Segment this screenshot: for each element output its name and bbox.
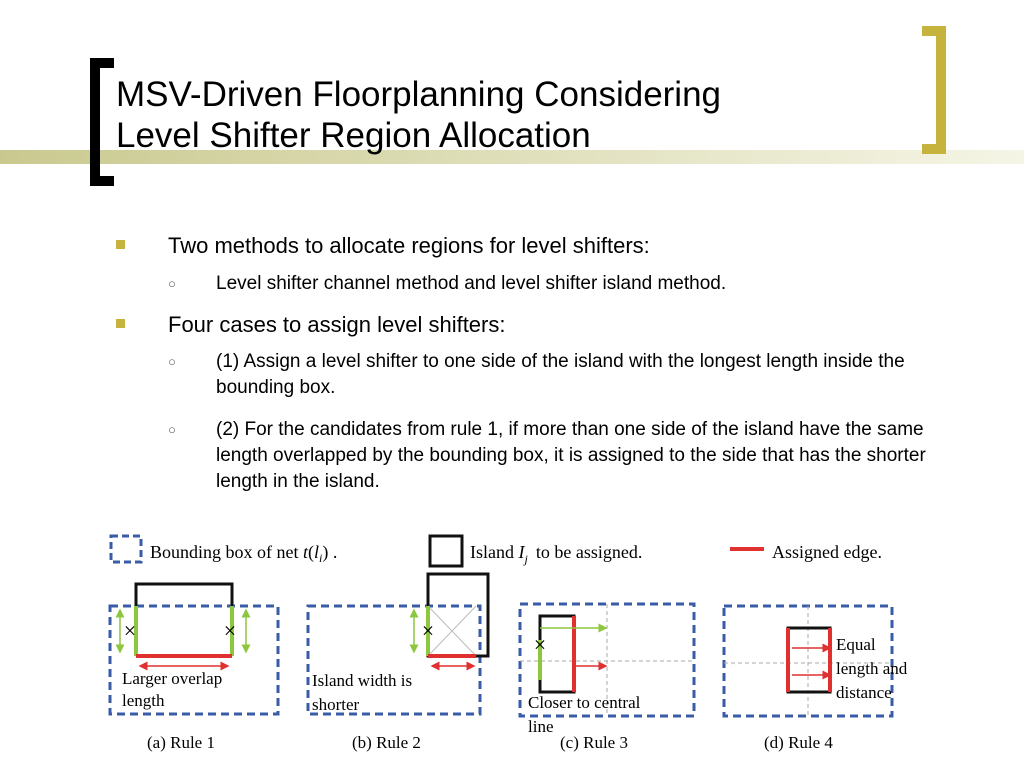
sub-bullet-circle-icon: ○ (168, 354, 176, 369)
bullet-square-icon (116, 240, 125, 249)
right-bracket-top (922, 26, 946, 36)
panel-rule-3: × Closer to central line (c) Rule 3 (518, 602, 696, 752)
panel-note: length and (836, 659, 908, 678)
left-bracket-top (90, 58, 114, 68)
panel-note: Closer to central (528, 693, 641, 712)
title-bar-decoration (0, 150, 1024, 164)
sub-bullet-circle-icon: ○ (168, 422, 176, 437)
cross-icon: × (124, 618, 136, 643)
panel-caption: (b) Rule 2 (352, 733, 421, 752)
panel-note: line (528, 717, 554, 736)
cross-icon: × (422, 618, 434, 643)
cross-icon: × (224, 618, 236, 643)
right-bracket-decoration (936, 26, 946, 154)
slide-title-line-1: MSV-Driven Floorplanning Considering (116, 75, 722, 114)
legend-edge-label: Assigned edge. (772, 542, 882, 562)
bullet-text: Two methods to allocate regions for leve… (168, 233, 650, 258)
left-bracket-decoration (90, 58, 100, 186)
panel-note: distance (836, 683, 892, 702)
panel-caption: (c) Rule 3 (560, 733, 628, 752)
panel-note: length (122, 691, 165, 710)
left-bracket-bottom (90, 176, 114, 186)
island-outline (134, 582, 234, 656)
panel-rule-4: Equal length and distance (d) Rule 4 (722, 604, 908, 752)
hatch-line (427, 605, 477, 657)
legend-bbox-label: Bounding box of net t(li) . (150, 542, 337, 565)
panel-rule-2: × Island width is shorter (b) Rule 2 (306, 572, 490, 752)
panel-note: Island width is (312, 671, 412, 690)
panel-note: Larger overlap (122, 669, 222, 688)
sub-bullet-text: (1) Assign a level shifter to one side o… (216, 351, 905, 398)
right-bracket-bottom (922, 144, 946, 154)
panel-caption: (a) Rule 1 (147, 733, 215, 752)
bullet-text: Four cases to assign level shifters: (168, 312, 506, 337)
bullet-square-icon (116, 319, 125, 328)
panel-caption: (d) Rule 4 (764, 733, 833, 752)
legend-bbox-swatch (109, 534, 143, 564)
panel-note: Equal (836, 635, 876, 654)
bounding-box (306, 604, 482, 716)
legend-island-swatch (428, 534, 464, 568)
slide-title-line-2: Level Shifter Region Allocation (116, 116, 591, 155)
sub-bullet-text: Level shifter channel method and level s… (216, 273, 727, 294)
cross-icon: × (534, 632, 546, 657)
panel-note: shorter (312, 695, 360, 714)
slide-title: MSV-Driven Floorplanning Considering Lev… (116, 74, 721, 156)
bounding-box (108, 604, 280, 716)
sub-bullet-circle-icon: ○ (168, 276, 176, 291)
panel-rule-1: × × Larger overlap length (a) Rule 1 (108, 582, 280, 752)
island-outline (786, 626, 832, 694)
sub-bullet-text: (2) For the candidates from rule 1, if m… (216, 419, 926, 492)
